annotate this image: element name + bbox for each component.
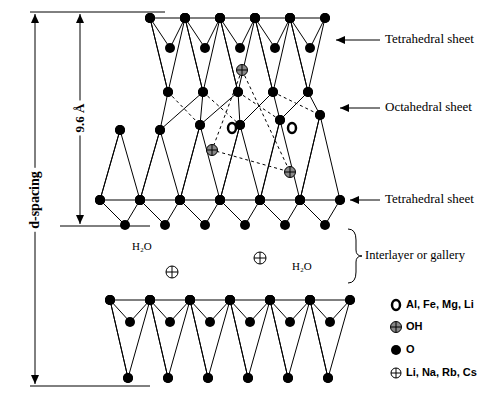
dimension-label: 9.6 Å [73, 101, 87, 136]
region-label: Interlayer or gallery [365, 249, 465, 263]
legend-symbols [391, 300, 402, 378]
legend-text: O [406, 343, 415, 355]
sheet-label: Octahedral sheet [385, 100, 472, 114]
octahedral-cations [228, 123, 296, 133]
sheet-label: Tetrahedral sheet [385, 192, 474, 206]
water-label: H₂O [132, 240, 152, 252]
interlayer-cations [166, 252, 266, 278]
legend-text: Li, Na, Rb, Cs [406, 366, 477, 378]
hydroxyl-symbols [207, 65, 296, 178]
legend-text: OH [406, 320, 423, 332]
water-label: H₂O [292, 260, 312, 272]
sheet-label: Tetrahedral sheet [385, 32, 474, 46]
dimension-label: d-spacing [27, 168, 42, 232]
legend-text: Al, Fe, Mg, Li [406, 298, 474, 310]
dimension-lines [30, 12, 165, 386]
octahedral-bonds [160, 70, 320, 172]
leader-arrows [336, 40, 380, 283]
tetrahedra [100, 18, 350, 378]
